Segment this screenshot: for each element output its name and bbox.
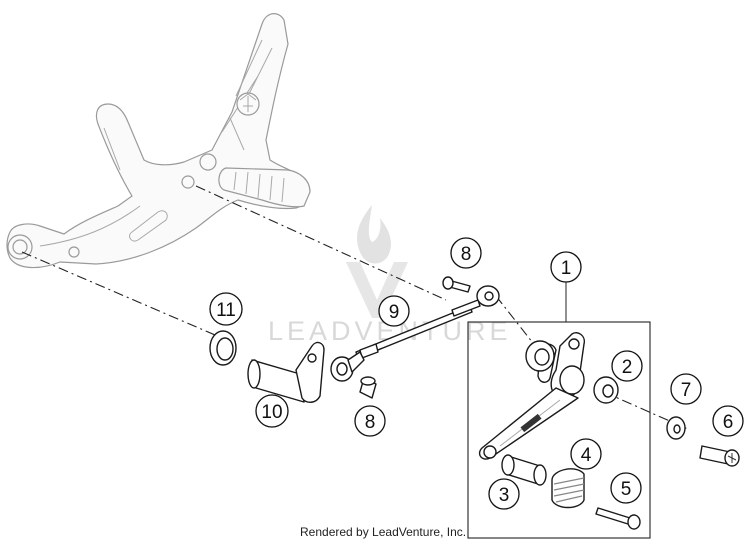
part-6-bolt — [699, 445, 740, 467]
callout-label: 1 — [561, 258, 572, 279]
bracket-slot — [129, 210, 168, 242]
part-2-spacer — [593, 376, 619, 404]
lever-brand-mark — [520, 413, 542, 433]
callout-label: 3 — [499, 485, 510, 506]
callout-8-lower[interactable]: 8 — [354, 405, 386, 437]
callout-label: 4 — [581, 445, 592, 466]
assembly-axes — [21, 185, 691, 431]
footer-credit: Rendered by LeadVenture, Inc. — [300, 525, 466, 539]
callout-label: 7 — [681, 380, 692, 401]
part-7-washer — [666, 416, 686, 440]
callout-label: 2 — [622, 357, 633, 378]
part-11-bushing — [209, 330, 237, 366]
callout-4[interactable]: 4 — [570, 438, 602, 470]
callout-label: 9 — [389, 302, 400, 323]
callout-7[interactable]: 7 — [670, 373, 702, 405]
bracket-mount-hole-top — [199, 153, 217, 171]
callout-label: 5 — [621, 479, 632, 500]
callout-2[interactable]: 2 — [611, 350, 643, 382]
callout-9[interactable]: 9 — [378, 295, 410, 327]
callout-label: 8 — [365, 412, 376, 433]
callout-6[interactable]: 6 — [712, 405, 744, 437]
callout-11[interactable]: 11 — [209, 292, 243, 326]
part-9-shift-rod — [330, 285, 500, 382]
watermark-v-icon — [346, 262, 408, 318]
callout-10[interactable]: 10 — [255, 394, 289, 428]
axis-pivot — [21, 251, 237, 345]
callout-label: 10 — [261, 402, 282, 423]
part-8-bolt-lower — [359, 376, 377, 399]
part-3-sleeve — [501, 454, 547, 486]
foot-peg — [218, 167, 311, 208]
part-5-bolt — [595, 507, 641, 530]
callout-5[interactable]: 5 — [610, 472, 642, 504]
bracket-lower-hole — [68, 246, 80, 258]
callout-label: 11 — [216, 300, 236, 321]
callout-8-upper[interactable]: 8 — [450, 237, 482, 269]
callout-1[interactable]: 1 — [550, 251, 582, 283]
bracket-pivot-inner — [12, 239, 28, 255]
callout-label: 6 — [723, 412, 734, 433]
part-1-shift-lever — [478, 332, 586, 460]
part-10-pivot-sleeve — [247, 341, 325, 403]
part-8-bolt-upper — [442, 276, 471, 293]
watermark-flame-icon — [357, 205, 391, 264]
axis-linkage-upper — [195, 185, 447, 301]
part-4-grip — [551, 468, 585, 509]
callout-3[interactable]: 3 — [488, 478, 520, 510]
bracket-rib — [39, 117, 245, 247]
brand-emblem-icon — [236, 92, 260, 116]
axis-shift-lever — [603, 391, 691, 431]
bracket-mount-hole — [181, 175, 195, 189]
bracket-outline — [6, 13, 310, 269]
footrest-bracket-ghost — [6, 13, 311, 269]
callout-label: 8 — [461, 244, 472, 265]
axis-linkage-upper-2 — [495, 295, 541, 353]
assembly-box — [467, 321, 651, 539]
